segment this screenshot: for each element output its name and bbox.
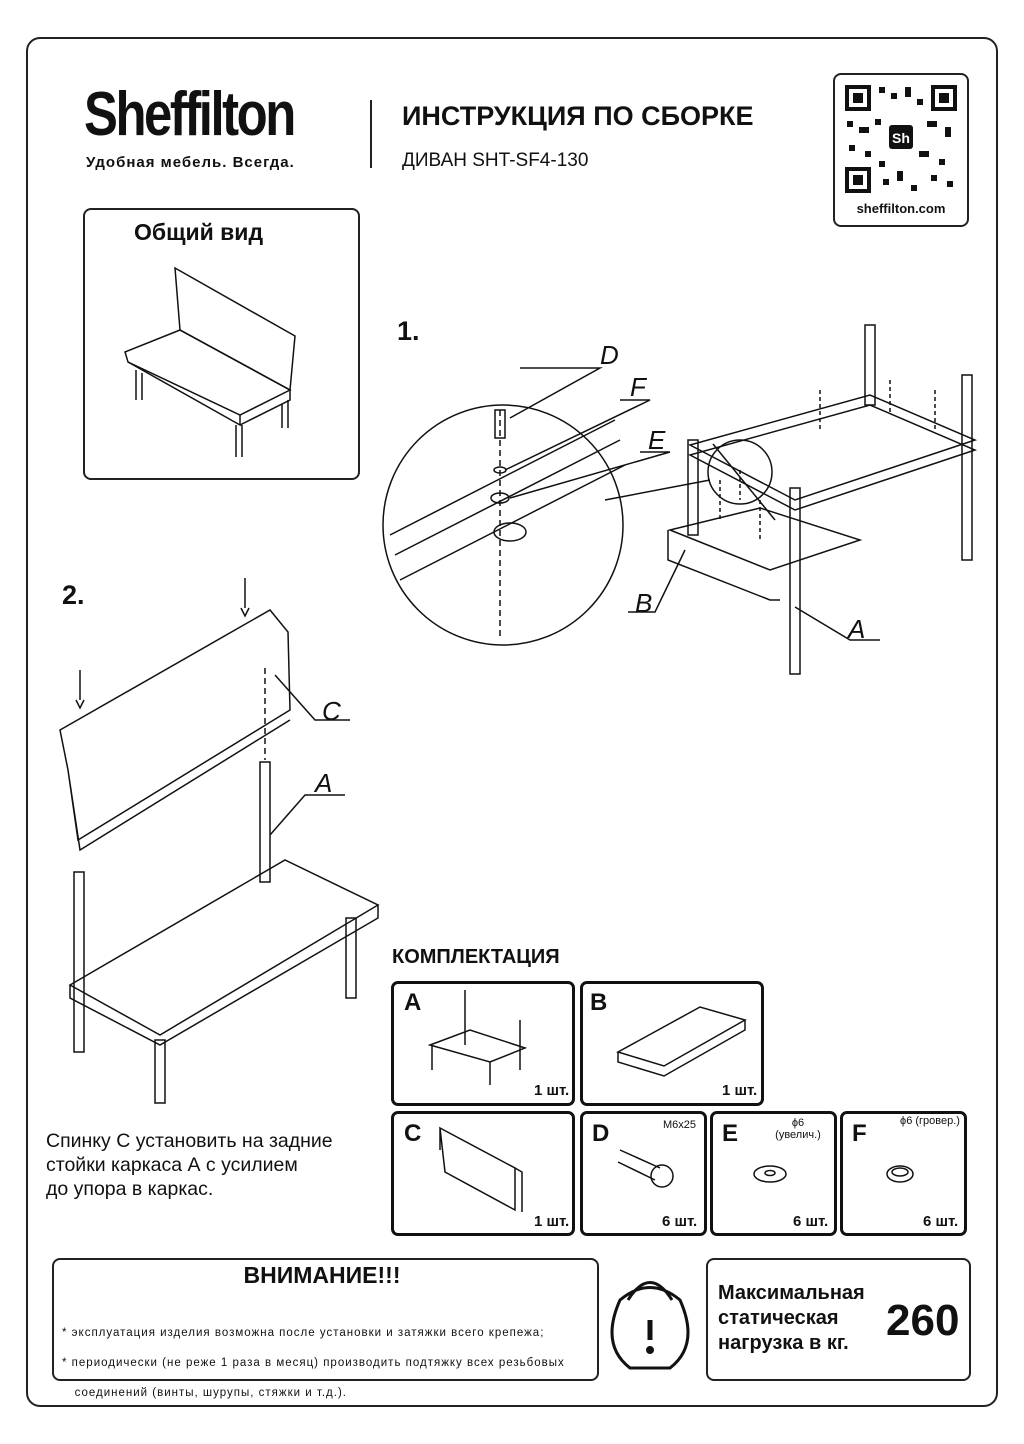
part-a (391, 981, 575, 1106)
overview-sofa-drawing (124, 266, 296, 457)
warning-title: ВНИМАНИЕ!!! (243, 1262, 401, 1288)
warning-text: * эксплуатация изделия возможна после ус… (62, 1311, 565, 1416)
part-letter: D (592, 1120, 610, 1147)
step1-frame-drawing (628, 324, 978, 675)
warning-line: * эксплуатация изделия возможна после ус… (62, 1327, 545, 1339)
part-spec: ϕ6 (гровер.) (900, 1115, 960, 1127)
label-c: C (322, 696, 341, 726)
step-2-number: 2. (62, 580, 85, 610)
label-a: A (848, 614, 866, 644)
page-title: ИНСТРУКЦИЯ ПО СБОРКЕ (402, 101, 754, 131)
load-value: 260 (886, 1296, 960, 1345)
part-letter: E (722, 1120, 739, 1147)
part-spec: М6х25 (662, 1119, 697, 1131)
step2-drawing (59, 578, 380, 1104)
label-d: D (600, 340, 619, 370)
warning-line: соединений (винты, шурупы, стяжки и т.д.… (62, 1387, 347, 1399)
part-b (580, 981, 764, 1106)
website-url: sheffilton.com (856, 201, 946, 216)
warning-box (52, 1258, 599, 1381)
kit-drawings (427, 990, 914, 1212)
load-label-line: статическая (718, 1307, 839, 1329)
overview-box (83, 208, 360, 480)
brand-slogan: Удобная мебель. Всегда. (86, 154, 295, 171)
step2-instruction: Спинку С установить на задние стойки кар… (46, 1129, 333, 1201)
part-letter: F (852, 1120, 867, 1147)
svg-text:Sh: Sh (892, 130, 910, 146)
kit-title: КОМПЛЕКТАЦИЯ (392, 946, 560, 968)
label-a2: A (315, 768, 333, 798)
brand-logo: Sheffilton (84, 80, 296, 149)
part-qty: 1 шт. (534, 1213, 570, 1230)
load-box (706, 1258, 971, 1381)
load-label-line: нагрузка в кг. (718, 1332, 849, 1354)
instruction-line: до упора в каркас. (46, 1178, 214, 1200)
part-d (580, 1111, 707, 1236)
product-name: ДИВАН SHT-SF4-130 (402, 150, 589, 171)
part-spec: ϕ6 (увелич.) (775, 1117, 821, 1141)
label-b: B (635, 588, 653, 618)
part-letter: B (590, 989, 608, 1016)
weight-icon (610, 1281, 690, 1370)
page-frame (26, 37, 998, 1407)
detail-circle (382, 367, 776, 646)
part-qty: 6 шт. (662, 1213, 698, 1230)
instruction-line: Спинку С установить на задние (46, 1130, 333, 1152)
divider (370, 100, 372, 168)
warning-line: * периодически (не реже 1 раза в месяц) … (62, 1357, 565, 1369)
part-letter: A (404, 989, 422, 1016)
part-qty: 1 шт. (534, 1082, 570, 1099)
part-qty: 1 шт. (722, 1082, 758, 1099)
part-f (840, 1111, 967, 1236)
label-e: E (648, 425, 666, 455)
part-qty: 6 шт. (793, 1213, 829, 1230)
load-label-line: Максимальная (718, 1282, 865, 1304)
instruction-line: стойки каркаса А с усилием (46, 1154, 298, 1176)
part-e (710, 1111, 837, 1236)
part-c (391, 1111, 575, 1236)
part-qty: 6 шт. (923, 1213, 959, 1230)
part-letter: C (404, 1120, 422, 1147)
qr-pattern-icon: Sh (845, 85, 957, 193)
label-f: F (630, 372, 646, 402)
load-label: Максимальная статическая нагрузка в кг. (718, 1281, 865, 1356)
qr-code: Sh (833, 73, 969, 227)
overview-title: Общий вид (134, 219, 264, 245)
step-1-number: 1. (397, 316, 420, 346)
